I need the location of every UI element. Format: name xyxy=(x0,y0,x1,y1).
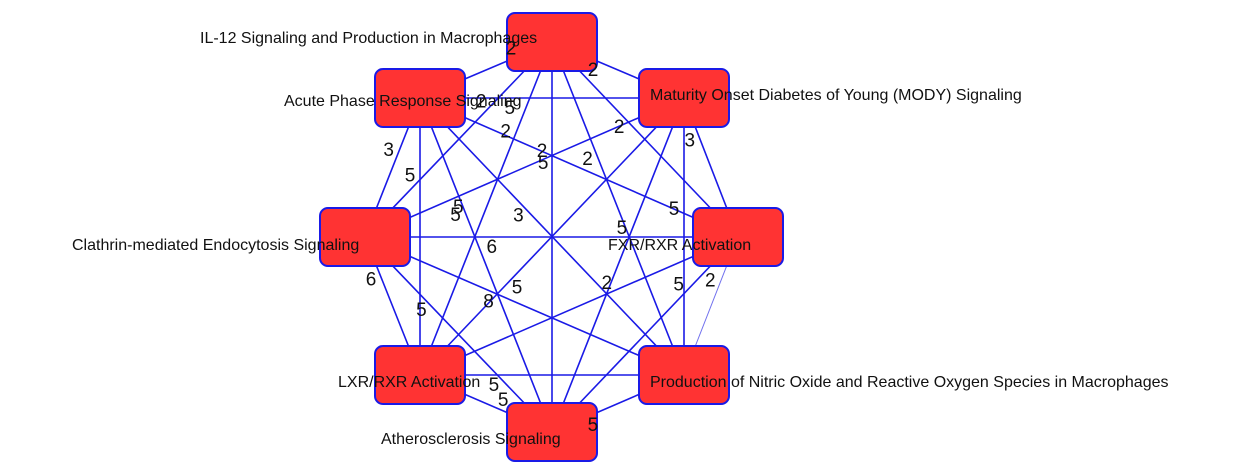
edge-weight-label: 2 xyxy=(705,270,716,291)
node-box[interactable] xyxy=(638,68,730,128)
edge-cme-ath xyxy=(364,236,553,433)
node-label-apr: Acute Phase Response Signaling xyxy=(284,93,522,110)
edge-weight-label: 6 xyxy=(366,269,377,290)
edge-weight-label: 5 xyxy=(669,199,680,220)
node-label-fxr: FXR/RXR Activation xyxy=(608,237,751,254)
edge-weight-label: 5 xyxy=(505,98,516,119)
edges-layer xyxy=(364,41,739,433)
edge-weight-label: 5 xyxy=(498,390,509,411)
edge-weight-label: 5 xyxy=(416,300,427,321)
node-mody[interactable] xyxy=(638,68,730,128)
edge-weight-label: 5 xyxy=(512,278,523,299)
edge-weight-label: 5 xyxy=(588,415,599,436)
edge-weight-label: 3 xyxy=(513,206,524,227)
node-box[interactable] xyxy=(506,402,598,462)
node-apr[interactable] xyxy=(374,68,466,128)
edge-weight-label: 5 xyxy=(450,205,461,226)
edge-cme-no xyxy=(364,236,685,376)
edge-weight-label: 2 xyxy=(506,39,517,60)
edge-il12-cme xyxy=(364,41,553,238)
node-box[interactable] xyxy=(506,12,598,72)
node-box[interactable] xyxy=(319,207,411,267)
node-label-cme: Clathrin-mediated Endocytosis Signaling xyxy=(72,237,359,254)
node-label-il12: IL-12 Signaling and Production in Macrop… xyxy=(200,30,537,47)
edge-weight-label: 8 xyxy=(483,291,494,312)
node-lxr[interactable] xyxy=(374,345,466,405)
edge-fxr-ath xyxy=(551,236,739,433)
edge-mody-ath xyxy=(551,97,685,433)
edge-weight-label: 2 xyxy=(588,60,599,81)
edge-weight-label: 2 xyxy=(537,141,548,162)
edge-weight-label: 3 xyxy=(383,140,394,161)
edge-weight-label: 2 xyxy=(500,122,511,143)
edge-weight-label: 5 xyxy=(453,197,464,218)
edge-fxr-lxr xyxy=(419,236,739,376)
edge-weight-label: 5 xyxy=(538,153,549,174)
node-label-mody: Maturity Onset Diabetes of Young (MODY) … xyxy=(650,87,1022,104)
edge-il12-fxr xyxy=(551,41,739,238)
edge-apr-ath xyxy=(419,97,553,433)
edge-weight-label: 2 xyxy=(602,273,613,294)
edge-weight-label: 2 xyxy=(582,149,593,170)
edge-cme-mody xyxy=(364,97,685,238)
edge-weight-label: 5 xyxy=(617,218,628,239)
node-box[interactable] xyxy=(374,68,466,128)
edge-weight-label: 5 xyxy=(673,275,684,296)
edge-weight-label: 5 xyxy=(405,166,416,187)
node-il12[interactable] xyxy=(506,12,598,72)
node-box[interactable] xyxy=(374,345,466,405)
edge-weight-label: 6 xyxy=(487,237,498,258)
node-no[interactable] xyxy=(638,345,730,405)
node-fxr[interactable] xyxy=(692,207,784,267)
edge-apr-fxr xyxy=(419,97,739,238)
node-label-no: Production of Nitric Oxide and Reactive … xyxy=(650,374,1168,391)
edge-weight-label: 3 xyxy=(685,131,696,152)
node-label-ath: Atherosclerosis Signaling xyxy=(381,431,561,448)
node-box[interactable] xyxy=(638,345,730,405)
node-cme[interactable] xyxy=(319,207,411,267)
nodes-layer xyxy=(319,12,784,462)
edge-weight-label: 5 xyxy=(489,375,500,396)
node-box[interactable] xyxy=(692,207,784,267)
node-label-lxr: LXR/RXR Activation xyxy=(338,374,480,391)
node-ath[interactable] xyxy=(506,402,598,462)
edge-weight-label: 2 xyxy=(614,117,625,138)
edge-weight-label: 2 xyxy=(476,91,487,112)
